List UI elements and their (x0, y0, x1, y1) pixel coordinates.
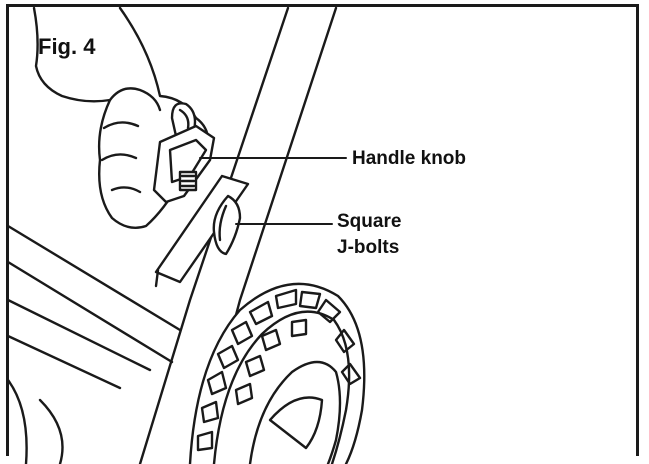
leader-lines (199, 157, 347, 225)
callout-square-jbolts-line1: Square (337, 211, 402, 232)
square-jbolt (212, 194, 242, 256)
callout-square-jbolts-line2: J-bolts (337, 237, 400, 258)
handle-knob-shape (152, 124, 216, 204)
figure-frame (6, 4, 639, 456)
wheel (188, 282, 366, 464)
callout-handle-knob: Handle knob (352, 148, 467, 169)
figure-title: Fig. 4 (38, 34, 96, 59)
frame-bars (6, 224, 182, 464)
